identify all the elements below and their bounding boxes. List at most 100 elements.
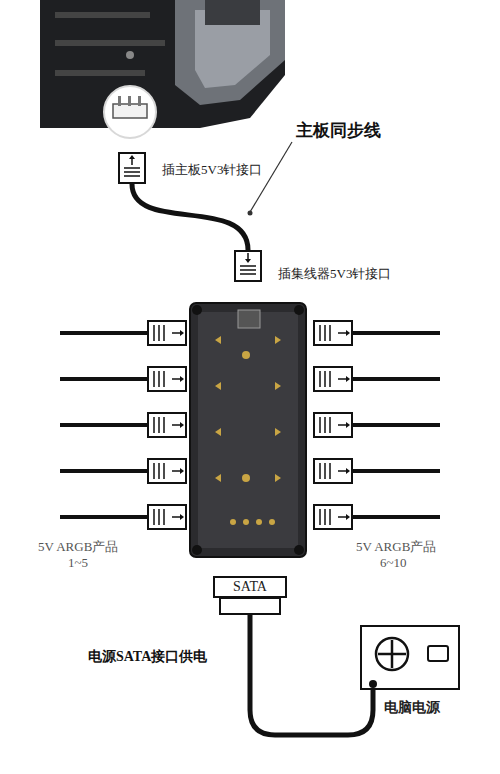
plug-ridge [319, 509, 321, 525]
plug-ridge [153, 463, 155, 479]
cable-plug: 插主板5V3针接口 [118, 152, 146, 184]
plug-ridge [324, 463, 326, 479]
plug-ridge [153, 417, 155, 433]
hub-port-marks [215, 336, 281, 482]
plug-ridge [163, 463, 165, 479]
argb-plug [314, 505, 352, 529]
plug-ridge [163, 417, 165, 433]
plug-ridge [158, 509, 160, 525]
node-label: 插主板5V3针接口 [162, 161, 262, 179]
plug-ridge [240, 265, 256, 267]
plug-ridge [124, 171, 140, 173]
plug-arrow-head [346, 468, 350, 474]
plug-ridge [324, 325, 326, 341]
plug-arrow-head [180, 514, 184, 520]
plug-arrow-head [129, 155, 135, 159]
plug-ridge [163, 325, 165, 341]
argb-plug [148, 413, 186, 437]
plug-arrow-head [346, 330, 350, 336]
caption-label: 5V ARGB产品 [38, 538, 118, 556]
caption-label: 主板同步线 [296, 119, 381, 142]
plug-arrow-head [180, 376, 184, 382]
caption-label: 1~5 [68, 555, 88, 571]
plug-ridge [153, 509, 155, 525]
plug-arrow [338, 424, 346, 426]
node-label: 插集线器5V3针接口 [278, 265, 391, 283]
plug-ridge [163, 371, 165, 387]
psu-cable-entry [369, 680, 377, 688]
argb-plugs-left [148, 321, 186, 529]
caption-label: 5V ARGB产品 [356, 538, 436, 556]
plug-arrow [338, 378, 346, 380]
argb-plug [314, 367, 352, 391]
plug-ridge [319, 325, 321, 341]
plug-ridge [329, 463, 331, 479]
psu-fan [376, 638, 408, 670]
plug-ridge [158, 325, 160, 341]
hub-screws [192, 305, 304, 555]
hub-board [190, 303, 306, 557]
argb-plug [314, 413, 352, 437]
motherboard [40, 0, 285, 128]
motherboard-screw [126, 51, 134, 59]
plug-ridge [329, 509, 331, 525]
plug-ridge [319, 371, 321, 387]
plug-symbol [236, 252, 260, 280]
plug-ridge [329, 371, 331, 387]
argb-plug [314, 321, 352, 345]
sata-connector: SATA [213, 576, 287, 598]
motherboard-slot [55, 40, 165, 46]
plug-arrow [172, 516, 180, 518]
hub-pads [230, 351, 275, 525]
plug-arrow [338, 516, 346, 518]
plug-arrow [338, 470, 346, 472]
argb-plug [148, 367, 186, 391]
motherboard-socket [205, 0, 260, 25]
plug-arrow-head [245, 259, 251, 263]
plug-arrow-head [180, 468, 184, 474]
cable [132, 184, 248, 250]
argb-plug [148, 505, 186, 529]
argb-wires-right [352, 333, 440, 517]
plug-arrow [172, 378, 180, 380]
plug-ridge [124, 175, 140, 177]
power-supply: 电脑电源 [360, 625, 460, 690]
plug-ridge [329, 325, 331, 341]
plug-ridge [163, 509, 165, 525]
cable-plug: 插集线器5V3针接口 [234, 250, 262, 282]
header-pin [128, 96, 131, 106]
plug-ridge [158, 463, 160, 479]
plug-ridge [158, 417, 160, 433]
plug-ridge [240, 273, 256, 275]
node-label: 电脑电源 [384, 699, 440, 717]
header-highlight [104, 86, 156, 138]
argb-plug [148, 459, 186, 483]
plug-arrow [172, 332, 180, 334]
hub-board-inner [198, 312, 298, 548]
psu-fan-blade [378, 653, 406, 656]
argb-plug [314, 459, 352, 483]
header-pin [118, 96, 121, 106]
plug-arrow [172, 470, 180, 472]
plug-ridge [319, 417, 321, 433]
plug-arrow [172, 424, 180, 426]
plug-ridge [158, 371, 160, 387]
motherboard-slot [55, 70, 145, 76]
plug-arrow-head [180, 330, 184, 336]
plug-arrow-head [346, 514, 350, 520]
plug-ridge [124, 167, 140, 169]
motherboard-slot [55, 12, 150, 18]
sata-plug-body [220, 598, 280, 614]
plug-arrow [338, 332, 346, 334]
caption-label: 6~10 [380, 555, 407, 571]
connector-label: SATA [233, 579, 267, 595]
plug-ridge [324, 371, 326, 387]
argb-wires-left [60, 333, 148, 517]
plug-arrow-head [180, 422, 184, 428]
plug-symbol [120, 154, 144, 182]
argb-plug [148, 321, 186, 345]
argb-plugs-right [314, 321, 352, 529]
plug-ridge [319, 463, 321, 479]
plug-arrow [247, 253, 249, 260]
plug-ridge [324, 509, 326, 525]
